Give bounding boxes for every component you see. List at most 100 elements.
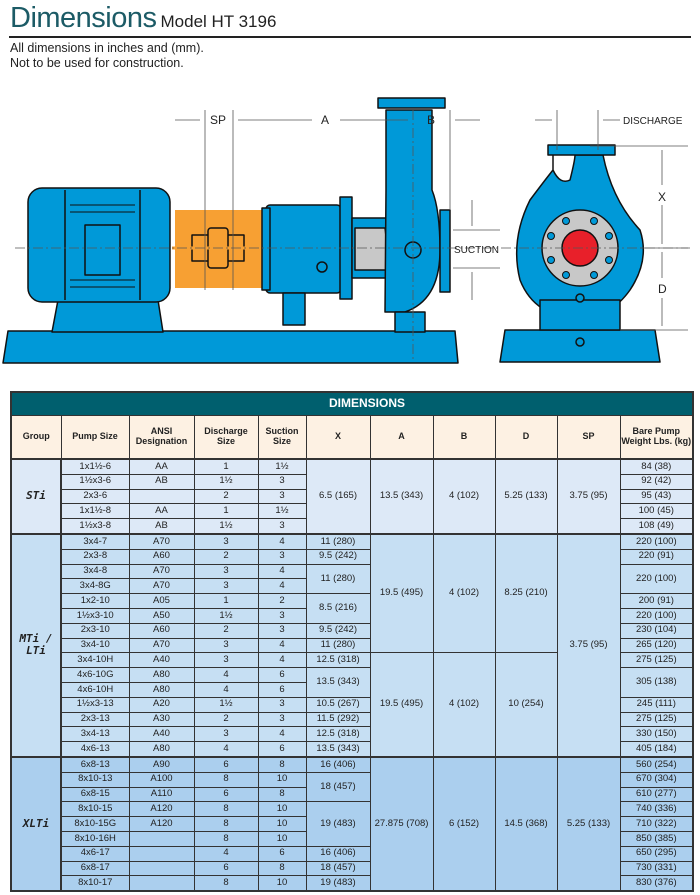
- d-cell: 8.25 (210): [494, 532, 558, 654]
- pump-size-cell: 3x4-7: [60, 532, 130, 550]
- x-cell: 11.5 (292): [305, 711, 371, 728]
- x-cell: 13.5 (343): [305, 741, 371, 758]
- ansi-designation-cell: A80: [128, 667, 195, 683]
- discharge-size-cell: 2: [193, 711, 259, 728]
- a-cell: 19.5 (495): [369, 532, 434, 654]
- pump-size-cell: 2x3-10: [60, 622, 130, 639]
- pump-size-cell: 8x10-15G: [60, 816, 130, 832]
- label-sp: SP: [210, 113, 226, 127]
- weight-cell: 230 (104): [619, 622, 694, 639]
- suction-size-cell: 3: [257, 696, 307, 713]
- discharge-size-cell: 4: [193, 681, 259, 698]
- discharge-size-cell: 3: [193, 726, 259, 743]
- x-cell: 12.5 (318): [305, 652, 371, 669]
- weight-cell: 265 (120): [619, 637, 694, 654]
- weight-cell: 650 (295): [619, 845, 694, 862]
- weight-cell: 95 (43): [619, 488, 694, 505]
- pump-size-cell: 8x10-16H: [60, 830, 130, 847]
- weight-cell: 560 (254): [619, 755, 694, 773]
- suction-size-cell: 10: [257, 771, 307, 788]
- pump-size-cell: 3x4-8: [60, 563, 130, 580]
- ansi-designation-cell: A60: [128, 622, 195, 639]
- label-b: B: [427, 113, 435, 127]
- suction-size-cell: 4: [257, 563, 307, 580]
- pump-size-cell: 1½x3-10: [60, 607, 130, 624]
- ansi-designation-cell: A80: [128, 681, 195, 698]
- title-rule: [9, 36, 691, 38]
- discharge-size-cell: 1½: [193, 607, 259, 624]
- weight-cell: 220 (100): [619, 532, 694, 550]
- column-header: Discharge Size: [193, 415, 259, 460]
- label-suction: SUCTION: [454, 245, 499, 256]
- weight-cell: 850 (385): [619, 830, 694, 847]
- weight-cell: 100 (45): [619, 503, 694, 520]
- suction-size-cell: 10: [257, 801, 307, 818]
- discharge-size-cell: 3: [193, 637, 259, 654]
- suction-size-cell: 10: [257, 875, 307, 892]
- weight-cell: 305 (138): [619, 667, 694, 698]
- discharge-size-cell: 8: [193, 830, 259, 847]
- discharge-size-cell: 3: [193, 578, 259, 595]
- discharge-size-cell: 6: [193, 786, 259, 803]
- ansi-designation-cell: A30: [128, 711, 195, 728]
- ansi-designation-cell: A100: [128, 771, 195, 788]
- b-cell: 4 (102): [432, 458, 496, 535]
- weight-cell: 245 (111): [619, 696, 694, 713]
- ansi-designation-cell: A70: [128, 578, 195, 595]
- x-cell: 9.5 (242): [305, 622, 371, 639]
- note-construction: Not to be used for construction.: [10, 56, 184, 70]
- pump-size-cell: 3x4-10: [60, 637, 130, 654]
- ansi-designation-cell: [128, 830, 195, 847]
- pump-size-cell: 1½x3-8: [60, 518, 130, 535]
- weight-cell: 108 (49): [619, 518, 694, 535]
- ansi-designation-cell: AB: [128, 473, 195, 490]
- label-discharge: DISCHARGE: [623, 116, 683, 127]
- ansi-designation-cell: A120: [128, 816, 195, 832]
- pump-size-cell: 4x6-13: [60, 741, 130, 758]
- discharge-size-cell: 1½: [193, 518, 259, 535]
- group-cell: STi: [10, 458, 62, 535]
- discharge-size-cell: 4: [193, 845, 259, 862]
- pump-size-cell: 4x6-10H: [60, 681, 130, 698]
- suction-size-cell: 3: [257, 488, 307, 505]
- column-header: X: [305, 415, 371, 460]
- x-cell: 11 (280): [305, 563, 371, 595]
- weight-cell: 84 (38): [619, 458, 694, 475]
- discharge-size-cell: 3: [193, 563, 259, 580]
- label-d: D: [658, 282, 667, 296]
- weight-cell: 220 (100): [619, 607, 694, 624]
- weight-cell: 740 (336): [619, 801, 694, 818]
- suction-size-cell: 3: [257, 607, 307, 624]
- discharge-size-cell: 2: [193, 548, 259, 565]
- sp-cell: 3.75 (95): [556, 458, 621, 535]
- column-header: D: [494, 415, 558, 460]
- ansi-designation-cell: A80: [128, 741, 195, 758]
- weight-cell: 220 (91): [619, 548, 694, 565]
- pump-size-cell: 2x3-8: [60, 548, 130, 565]
- suction-size-cell: 6: [257, 667, 307, 683]
- pump-size-cell: 3x4-13: [60, 726, 130, 743]
- discharge-size-cell: 8: [193, 875, 259, 892]
- x-cell: 12.5 (318): [305, 726, 371, 743]
- x-cell: 16 (406): [305, 755, 371, 773]
- ansi-designation-cell: [128, 488, 195, 505]
- weight-cell: 275 (125): [619, 711, 694, 728]
- suction-size-cell: 4: [257, 726, 307, 743]
- suction-size-cell: 3: [257, 518, 307, 535]
- ansi-designation-cell: A90: [128, 755, 195, 773]
- group-cell: MTi / LTi: [10, 532, 62, 758]
